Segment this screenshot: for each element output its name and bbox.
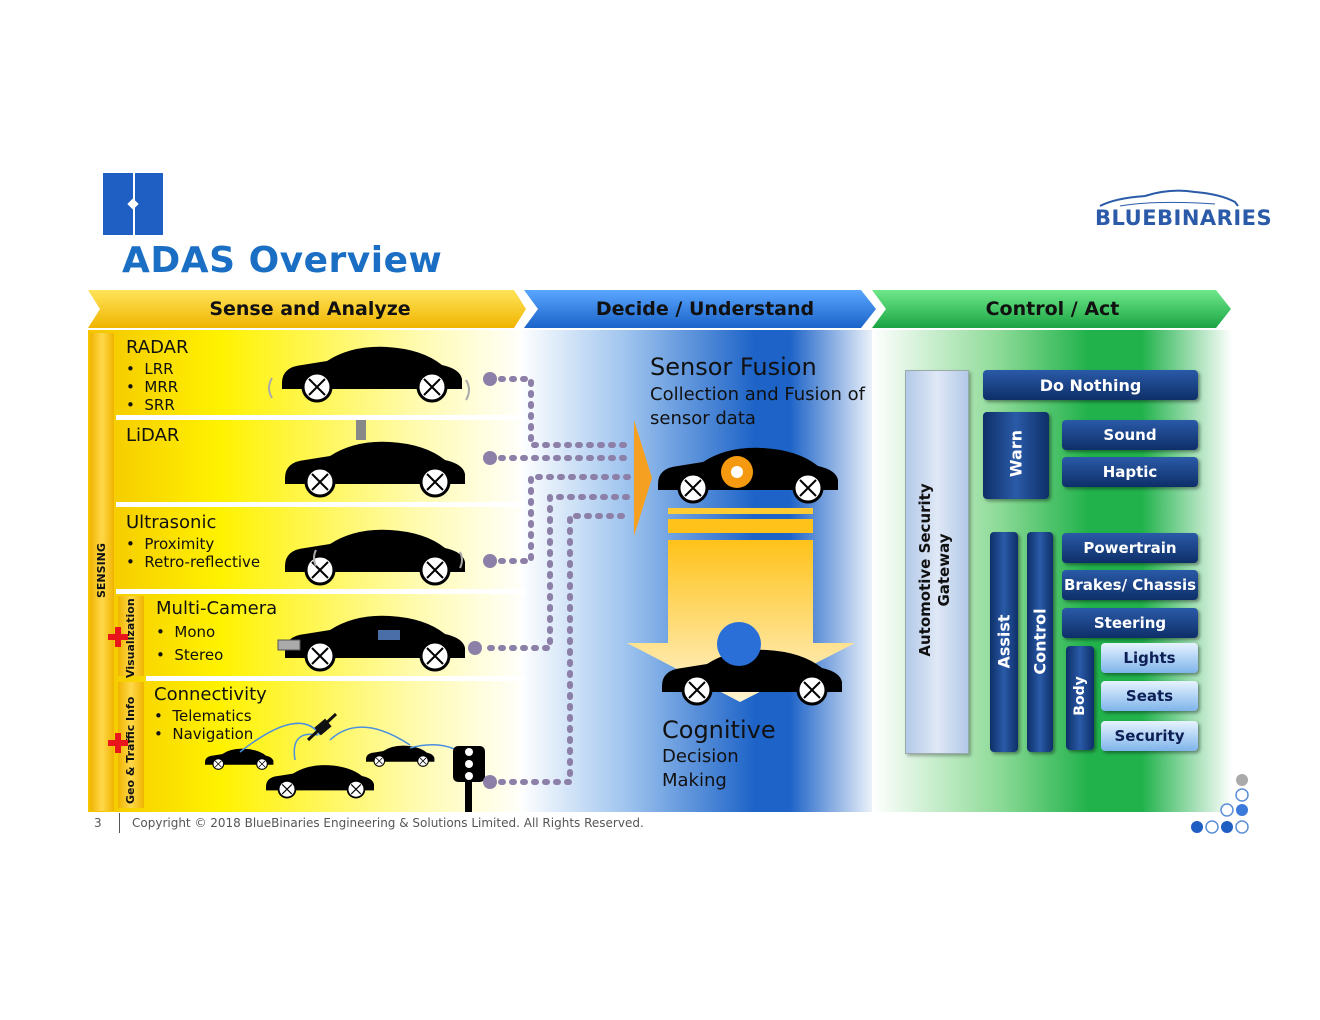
lights-box: Lights — [1101, 643, 1198, 673]
phase-decide: Decide / Understand — [595, 298, 815, 320]
section-lidar: LiDAR — [126, 425, 180, 446]
cognitive-desc: Making — [662, 770, 727, 791]
brand-mark — [103, 173, 163, 235]
car-connected-icon — [265, 764, 375, 799]
section-radar: RADAR — [126, 337, 189, 358]
logo: BLUEBINARIES — [1095, 206, 1273, 230]
sensing-bar — [90, 333, 114, 811]
bullet: Stereo — [174, 646, 224, 664]
control-label: Control — [1030, 608, 1050, 675]
body-label: Body — [1072, 676, 1088, 716]
warn-box — [983, 412, 1049, 499]
body-box — [1066, 646, 1094, 750]
connectivity-bullets: • Telematics • Navigation — [154, 707, 254, 743]
sound-box: Sound — [1062, 420, 1198, 450]
bullet: MRR — [144, 378, 179, 396]
bullet: LRR — [144, 360, 174, 378]
cognitive-desc: Decision — [662, 746, 739, 767]
bullet: Navigation — [172, 725, 254, 743]
divider — [116, 415, 526, 420]
section-ultrasonic: Ultrasonic — [126, 512, 217, 533]
satellite-icon — [306, 712, 338, 742]
bullet: Mono — [174, 623, 216, 641]
phase-sense: Sense and Analyze — [209, 298, 411, 320]
car-radar-icon — [280, 345, 464, 403]
assist-label: Assist — [994, 614, 1014, 669]
copyright: Copyright © 2018 BlueBinaries Engineerin… — [132, 816, 644, 830]
haptic-box: Haptic — [1062, 457, 1198, 487]
traffic-light-icon — [453, 746, 485, 812]
steering-box: Steering — [1062, 608, 1198, 638]
bullet: Proximity — [144, 535, 215, 553]
fusion-arrow — [634, 420, 652, 536]
bullet: Telematics — [172, 707, 252, 725]
powertrain-box: Powertrain — [1062, 533, 1198, 563]
phase-arrows — [88, 290, 1231, 328]
plus-icon — [108, 627, 128, 647]
do-nothing-box: Do Nothing — [983, 370, 1198, 400]
bullet: Retro-reflective — [144, 553, 261, 571]
camera-bullets: • Mono • Stereo — [156, 623, 224, 664]
ultrasonic-bullets: • Proximity • Retro-reflective — [126, 535, 261, 571]
section-multi-camera: Multi-Camera — [156, 598, 278, 619]
bullet: SRR — [144, 396, 175, 414]
assist-box — [990, 532, 1018, 752]
phase-act: Control / Act — [985, 298, 1120, 320]
page-title: ADAS Overview — [122, 240, 443, 281]
car-small-icon — [204, 748, 274, 770]
seats-box: Seats — [1101, 681, 1198, 711]
car-ultrasonic-icon — [283, 528, 467, 586]
divider — [116, 589, 526, 594]
car-lidar-icon — [283, 440, 467, 498]
fusion-desc: sensor data — [650, 408, 756, 429]
decorative-dots-icon — [1191, 774, 1249, 834]
divider — [116, 502, 526, 507]
divider — [146, 676, 526, 681]
security-gateway-label: Automotive Security Gateway — [916, 483, 953, 657]
plus-icon — [108, 733, 128, 753]
brakes-box: Brakes/ Chassis — [1062, 570, 1198, 600]
footer-divider — [119, 813, 120, 833]
security-gateway — [905, 370, 969, 754]
page-number: 3 — [94, 816, 102, 830]
car-camera-icon — [283, 614, 467, 672]
brain-icon — [717, 622, 761, 666]
section-connectivity: Connectivity — [154, 684, 267, 705]
cognitive-title: Cognitive — [662, 716, 776, 744]
security-box: Security — [1101, 721, 1198, 751]
logo-car-icon — [1099, 189, 1239, 207]
radar-bullets: • LRR • MRR • SRR — [126, 360, 179, 414]
car-small-icon — [365, 745, 435, 767]
warn-label: Warn — [1006, 429, 1026, 478]
fusion-desc: Collection and Fusion of — [650, 384, 865, 405]
control-box — [1027, 532, 1053, 752]
fusion-title: Sensor Fusion — [650, 353, 817, 381]
